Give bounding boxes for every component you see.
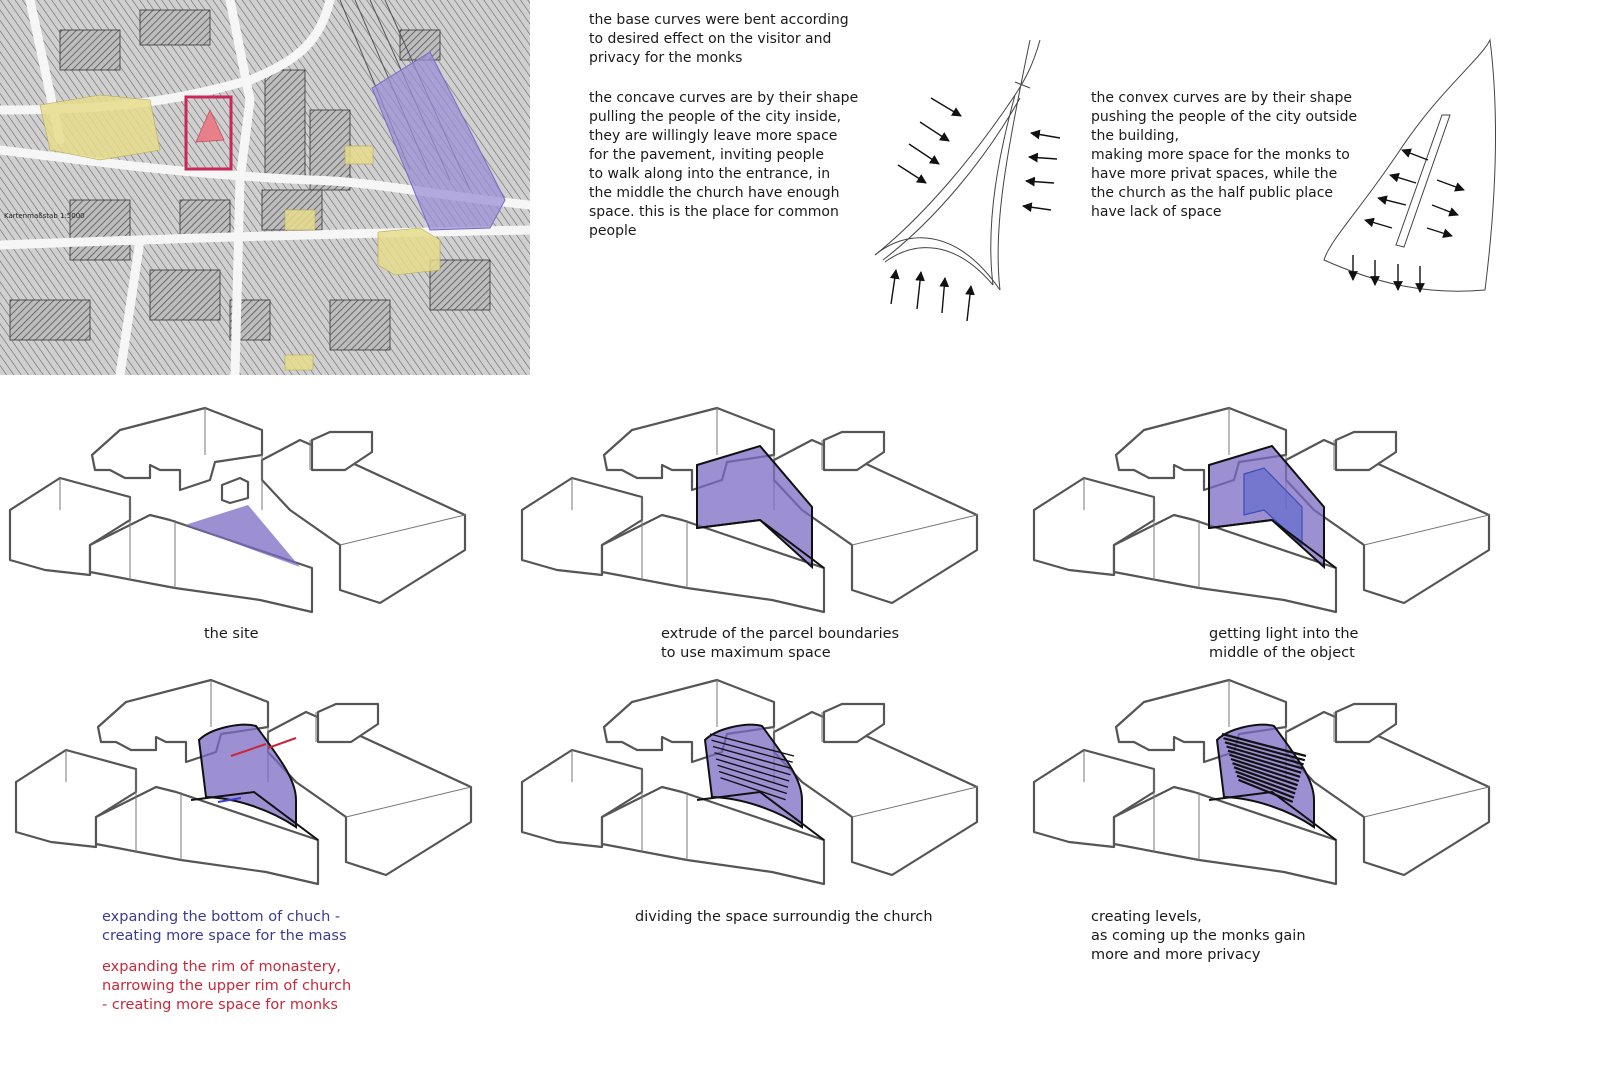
- caption-expanding-bottom: expanding the bottom of chuch - creating…: [102, 909, 347, 944]
- surrounding-building: [602, 406, 776, 492]
- church-volume: [1208, 723, 1337, 841]
- concave-text: the concave curves are by their shape pu…: [589, 90, 859, 239]
- caption-dividing: dividing the space surroundig the church: [635, 909, 933, 925]
- caption-light: getting light into the middle of the obj…: [1209, 626, 1359, 661]
- tower: [822, 430, 886, 472]
- massing-diagram-5: [520, 678, 979, 886]
- surrounding-building: [90, 406, 264, 492]
- church-volume: [696, 444, 825, 570]
- surrounding-building: [94, 785, 320, 886]
- tower: [316, 702, 380, 744]
- caption-the-site: the site: [204, 626, 259, 642]
- caption-levels: creating levels, as coming up the monks …: [1091, 909, 1306, 963]
- church-volume: [696, 723, 825, 841]
- church-volume: [185, 476, 300, 567]
- massing-diagram-1: [8, 406, 467, 614]
- surrounding-building: [600, 785, 826, 886]
- site-map: Kartenmaßstab 1:5000: [0, 0, 530, 375]
- surrounding-building: [1114, 678, 1288, 764]
- convex-text: the convex curves are by their shape pus…: [1091, 90, 1358, 220]
- surrounding-building: [96, 678, 270, 764]
- tower: [1334, 702, 1398, 744]
- church-volume: [1208, 444, 1337, 570]
- tower: [1334, 430, 1398, 472]
- caption-extrude: extrude of the parcel boundaries to use …: [661, 626, 900, 661]
- map-drawing: Kartenmaßstab 1:5000: [0, 0, 530, 375]
- tower: [822, 702, 886, 744]
- caption-expanding-rim: expanding the rim of monastery, narrowin…: [102, 959, 352, 1013]
- concave-curve-sketch: [874, 39, 1061, 322]
- church-volume: [190, 723, 319, 841]
- surrounding-building: [1112, 513, 1338, 614]
- surrounding-building: [1112, 785, 1338, 886]
- intro-text: the base curves were bent according to d…: [589, 12, 849, 66]
- massing-diagram-3: [1032, 406, 1491, 614]
- surrounding-building: [600, 513, 826, 614]
- surrounding-building: [602, 678, 776, 764]
- convex-curve-sketch: [1323, 38, 1496, 293]
- tower: [310, 430, 374, 472]
- surrounding-building: [1114, 406, 1288, 492]
- surrounding-building: [88, 513, 314, 614]
- massing-diagram-6: [1032, 678, 1491, 886]
- map-scale-label: Kartenmaßstab 1:5000: [4, 212, 85, 220]
- massing-diagram-2: [520, 406, 979, 614]
- massing-diagram-4: [14, 678, 473, 886]
